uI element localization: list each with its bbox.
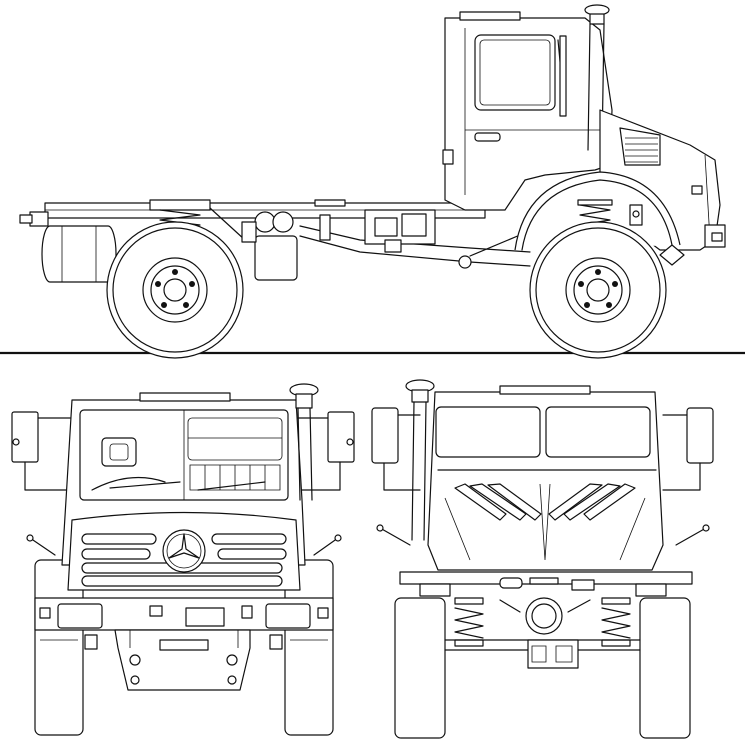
side-front-fender	[515, 172, 680, 250]
rear-air-snorkel	[406, 380, 434, 540]
front-tow-bracket	[85, 630, 282, 690]
side-front-bumper	[660, 225, 725, 265]
rear-bumper	[400, 572, 692, 596]
rear-coil-spring-left	[455, 598, 483, 646]
rear-right-tire	[640, 598, 690, 738]
front-right-mirror	[296, 412, 354, 490]
side-front-wheel	[530, 222, 666, 358]
rear-differential	[445, 598, 640, 668]
front-left-mirror	[12, 412, 72, 490]
rear-coil-spring-right	[602, 598, 630, 646]
side-hood	[600, 110, 720, 250]
front-seat-left	[102, 438, 136, 466]
rear-window-left	[436, 407, 540, 457]
side-view	[0, 5, 745, 358]
front-grille	[68, 513, 300, 591]
side-fuel-tank	[242, 212, 297, 280]
side-rear-tank	[20, 212, 116, 282]
rear-right-mirror	[663, 408, 713, 490]
front-air-snorkel	[290, 384, 318, 500]
mercedes-star-icon	[163, 530, 205, 572]
rear-left-tire	[395, 598, 445, 738]
side-air-snorkel	[585, 5, 609, 150]
rear-left-mirror	[372, 408, 420, 490]
rear-view	[372, 380, 713, 738]
side-rear-wheel	[107, 222, 243, 358]
side-cab	[443, 12, 612, 210]
front-windshield	[80, 410, 288, 500]
rear-window-right	[546, 407, 650, 457]
side-transmission	[320, 210, 520, 268]
front-view	[12, 384, 354, 735]
front-bumper	[35, 598, 333, 630]
rear-hood-ribs	[445, 484, 645, 560]
